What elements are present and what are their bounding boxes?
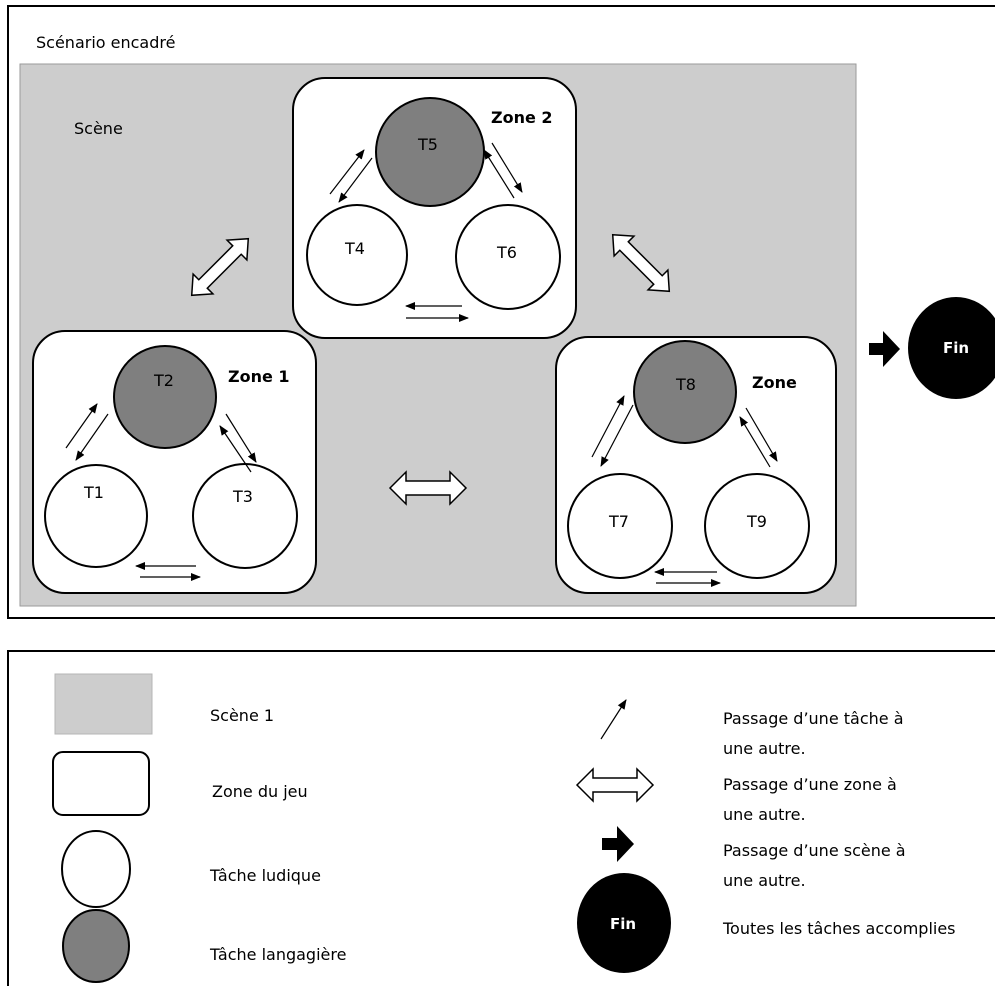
task-t4-label: T4 (344, 239, 365, 258)
task-t2-language (113, 345, 217, 449)
legend-ludic-task-swatch (61, 830, 131, 908)
fin-node (908, 297, 995, 399)
scenario-title: Scénario encadré (36, 33, 175, 52)
task-arrow (483, 149, 515, 199)
legend-task-transition-line1: Passage d’une tâche à (723, 709, 904, 728)
zone-2-title: Zone 2 (491, 108, 553, 127)
legend-zone-arrow (575, 767, 655, 803)
fin-label: Fin (943, 339, 969, 357)
task-arrow (338, 157, 373, 203)
legend-zone-transition-line1: Passage d’une zone à (723, 775, 897, 794)
legend-frame (7, 650, 995, 986)
zone-transition-arrow-left-right (388, 470, 468, 506)
zone-transition-arrow-left-top (190, 237, 250, 297)
zone-1: Zone 1 T2 T1 T3 (32, 330, 317, 594)
legend-zone-label: Zone du jeu (212, 782, 308, 801)
legend-fin-desc: Toutes les tâches accomplies (722, 919, 956, 938)
legend-scene-transition-line1: Passage d’une scène à (723, 841, 906, 860)
legend-scene-label: Scène 1 (210, 706, 274, 725)
legend-zone-transition-line2: une autre. (723, 805, 806, 824)
scene-label: Scène (74, 119, 123, 138)
task-t8-language (633, 340, 737, 444)
task-arrow (329, 149, 365, 195)
legend-fin-label: Fin (610, 915, 636, 933)
legend-language-task-label: Tâche langagière (209, 945, 346, 964)
task-t7-label: T7 (608, 512, 629, 531)
task-arrow (75, 413, 109, 461)
zone-3-title: Zone (752, 373, 797, 392)
task-arrow (591, 395, 625, 458)
task-arrow (600, 404, 634, 467)
scene-transition-arrow (869, 331, 900, 367)
task-t7-ludic (567, 473, 673, 579)
task-t3-label: T3 (232, 487, 253, 506)
task-arrow (739, 416, 771, 468)
task-t4-ludic (306, 204, 408, 306)
legend-ludic-task-label: Tâche ludique (209, 866, 321, 885)
task-t5-label: T5 (417, 135, 438, 154)
legend-scene-arrow (602, 826, 634, 862)
task-t6-ludic (455, 204, 561, 310)
legend-task-arrow (600, 699, 627, 740)
legend-task-transition-line2: une autre. (723, 739, 806, 758)
zone-2: Zone 2 T5 T4 T6 (292, 77, 577, 339)
task-t1-ludic (44, 464, 148, 568)
task-arrow (219, 425, 252, 473)
zone-3: Zone T8 T7 T9 (555, 336, 837, 594)
task-arrow (65, 403, 98, 449)
task-t8-label: T8 (675, 375, 696, 394)
legend-scene-swatch (54, 673, 153, 735)
zone-transition-arrow-top-right (611, 233, 671, 293)
legend-fin-swatch (577, 873, 671, 973)
task-t6-label: T6 (496, 243, 517, 262)
task-t9-label: T9 (746, 512, 767, 531)
task-t9-ludic (704, 473, 810, 579)
task-arrow (225, 413, 257, 463)
task-t2-label: T2 (153, 371, 174, 390)
task-t1-label: T1 (83, 483, 104, 502)
legend-language-task-swatch (62, 909, 130, 983)
legend-scene-transition-line2: une autre. (723, 871, 806, 890)
task-arrow (491, 142, 523, 193)
task-arrow (745, 407, 778, 462)
task-t3-ludic (192, 463, 298, 569)
zone-1-title: Zone 1 (228, 367, 290, 386)
legend-zone-swatch (52, 751, 150, 816)
